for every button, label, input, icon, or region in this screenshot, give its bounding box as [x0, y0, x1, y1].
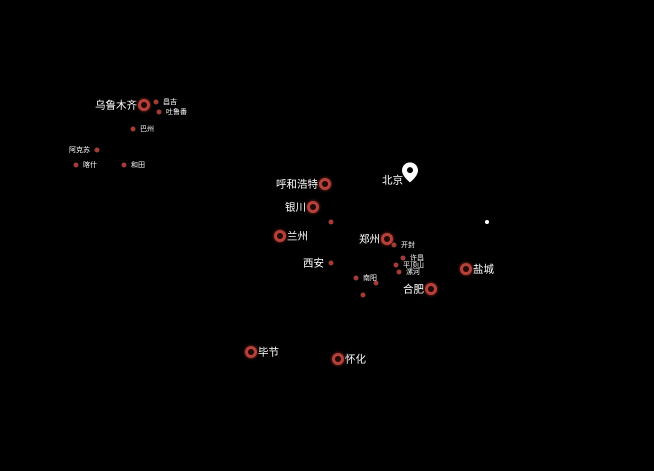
city-label: 许昌	[410, 254, 424, 262]
city-marker-dot[interactable]	[73, 162, 79, 168]
city-label: 郑州	[359, 233, 380, 246]
city-marker-ring[interactable]	[460, 263, 472, 275]
city-label: 乌鲁木齐	[95, 99, 137, 112]
city-label: 平顶山	[403, 261, 424, 269]
city-label: 阿克苏	[69, 146, 90, 154]
city-label: 银川	[285, 201, 306, 214]
city-label: 和田	[131, 161, 145, 169]
city-label: 南阳	[363, 274, 377, 282]
city-marker-dot[interactable]	[396, 269, 402, 275]
city-label: 吐鲁番	[166, 108, 187, 116]
red-dot-marker[interactable]	[328, 219, 334, 225]
city-label: 西安	[303, 257, 324, 270]
city-marker-dot[interactable]	[391, 242, 397, 248]
city-label: 怀化	[345, 353, 366, 366]
city-label: 漯河	[406, 268, 420, 276]
city-marker-ring[interactable]	[319, 178, 331, 190]
city-label: 巴州	[140, 125, 154, 133]
city-marker-ring[interactable]	[274, 230, 286, 242]
city-marker-dot[interactable]	[121, 162, 127, 168]
city-label: 呼和浩特	[276, 178, 318, 191]
white-dot-marker[interactable]	[485, 220, 489, 224]
city-label: 兰州	[287, 230, 308, 243]
city-label: 开封	[401, 241, 415, 249]
location-pin-icon[interactable]	[402, 162, 418, 183]
city-marker-ring[interactable]	[425, 283, 437, 295]
red-dot-marker[interactable]	[373, 280, 379, 286]
city-marker-dot[interactable]	[156, 109, 162, 115]
city-marker-ring[interactable]	[307, 201, 319, 213]
city-marker-dot[interactable]	[400, 255, 406, 261]
city-marker-dot[interactable]	[94, 147, 100, 153]
city-marker-ring[interactable]	[381, 233, 393, 245]
city-label: 昌吉	[163, 98, 177, 106]
city-label: 盐城	[473, 263, 494, 276]
city-marker-ring[interactable]	[138, 99, 150, 111]
city-label: 毕节	[258, 346, 279, 359]
red-dot-marker[interactable]	[360, 292, 366, 298]
city-marker-dot[interactable]	[130, 126, 136, 132]
city-marker-dot[interactable]	[328, 260, 334, 266]
city-marker-ring[interactable]	[245, 346, 257, 358]
city-label: 喀什	[83, 161, 97, 169]
city-marker-dot[interactable]	[353, 275, 359, 281]
city-marker-ring[interactable]	[332, 353, 344, 365]
city-label: 合肥	[403, 283, 424, 296]
city-marker-dot[interactable]	[153, 99, 159, 105]
city-label: 北京	[382, 174, 403, 187]
city-marker-dot[interactable]	[393, 262, 399, 268]
